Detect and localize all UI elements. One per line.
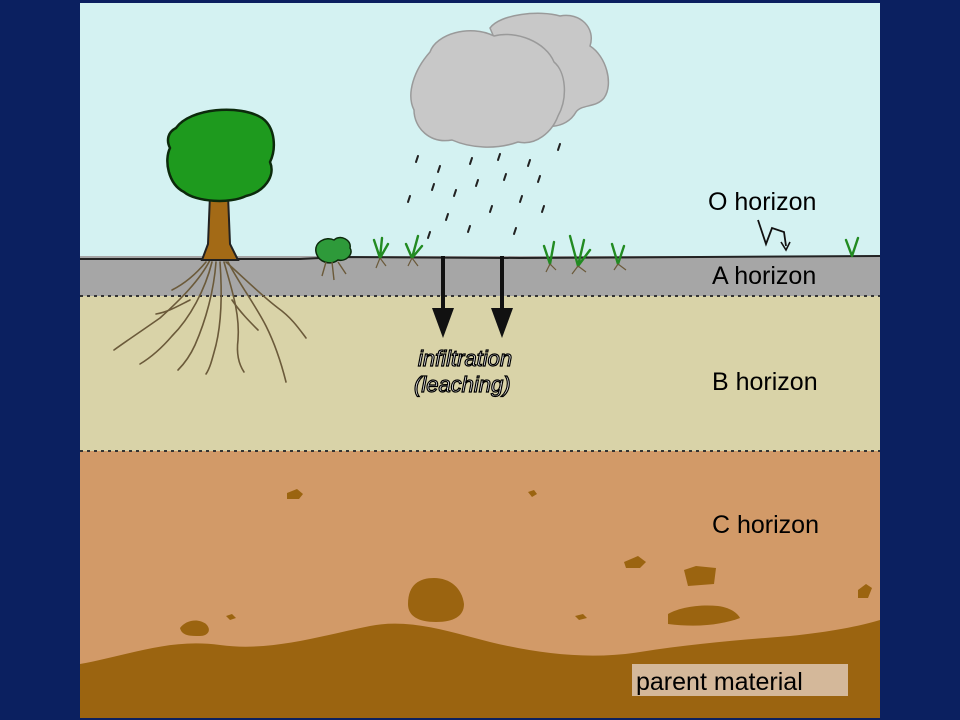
- a-horizon-layer: [80, 256, 880, 296]
- soil-panel: O horizon A horizon B horizon C horizon …: [80, 3, 881, 718]
- tree-icon: [166, 108, 276, 261]
- rain-icon: [407, 143, 561, 239]
- bush-icon: [315, 236, 352, 281]
- c-horizon-label: C horizon: [712, 511, 819, 539]
- parent-material-label-bg: [632, 664, 848, 696]
- o-horizon-pointer-head: [780, 241, 791, 252]
- leaching-label: (leaching): [414, 372, 511, 397]
- parent-material-label: parent material: [636, 668, 803, 696]
- o-horizon-label: O horizon: [708, 188, 816, 216]
- cloud-front: [410, 30, 566, 148]
- b-horizon-label: B horizon: [712, 368, 818, 396]
- pebbles: [180, 489, 872, 636]
- o-horizon-pointer: [757, 219, 787, 247]
- arrow-down-icon: [432, 256, 513, 338]
- tree-canopy: [166, 108, 276, 203]
- b-horizon-layer: [80, 296, 880, 451]
- a-horizon-label: A horizon: [712, 262, 816, 290]
- grass-icon: [372, 234, 860, 268]
- ground-surface-line: [80, 255, 881, 260]
- tree-roots: [113, 259, 307, 383]
- infiltration-label: infiltration: [418, 346, 512, 371]
- cloud-icon: [410, 12, 610, 148]
- grass-roots: [375, 257, 627, 275]
